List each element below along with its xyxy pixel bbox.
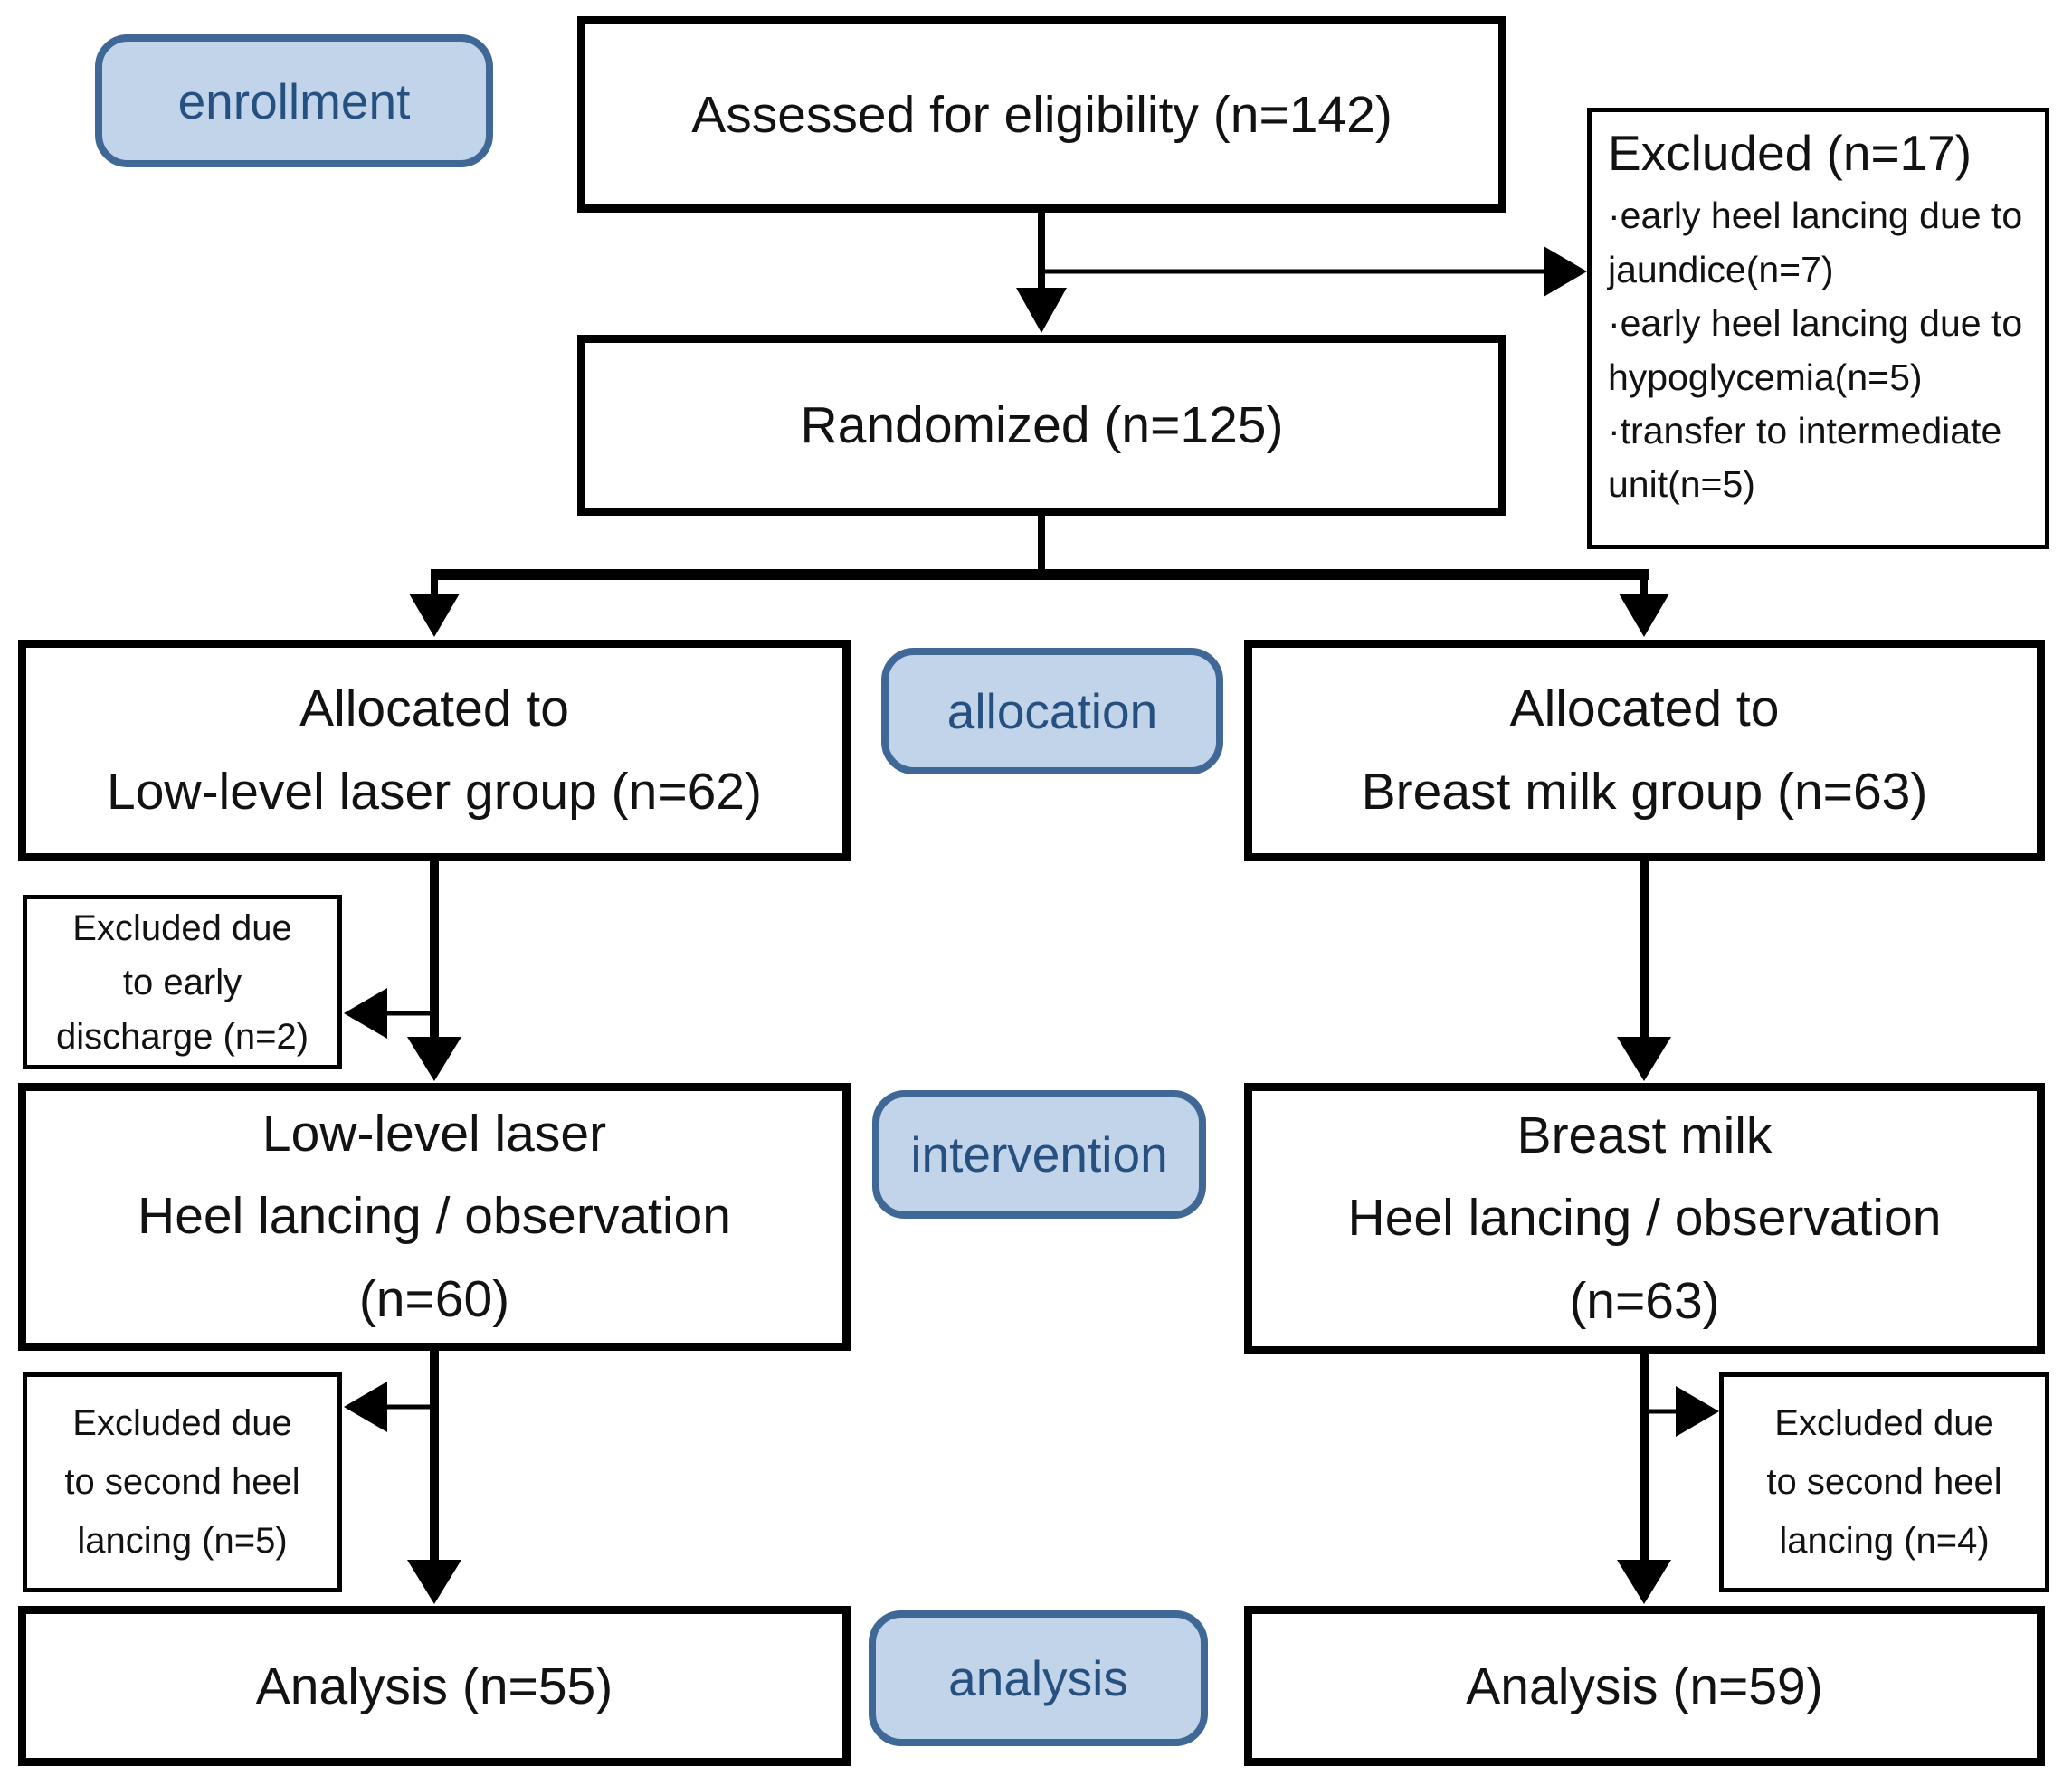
box-line: Breast milk group (n=63) xyxy=(1361,762,1928,821)
stage-label: intervention xyxy=(910,1126,1168,1182)
box-line: Heel lancing / observation xyxy=(1347,1189,1942,1248)
stage-label: allocation xyxy=(946,683,1158,739)
excluded-second-heel-laser-box: Excluded due to second heel lancing (n=5… xyxy=(23,1372,342,1592)
box-line: Allocated to xyxy=(1509,679,1780,738)
box-line: Breast milk xyxy=(1516,1106,1773,1165)
box-line: to second heel xyxy=(64,1462,300,1503)
box-line: Randomized (n=125) xyxy=(800,396,1284,454)
stage-pill-allocation: allocation xyxy=(881,648,1223,774)
box-line: Allocated to xyxy=(299,679,569,738)
box-line: Low-level laser xyxy=(261,1105,607,1163)
box-line: to second heel xyxy=(1766,1462,2002,1503)
allocated-breast-milk-box: Allocated to Breast milk group (n=63) xyxy=(1244,640,2045,861)
box-line: Excluded due xyxy=(1774,1403,1994,1444)
stage-pill-intervention: intervention xyxy=(872,1090,1206,1219)
box-line: (n=63) xyxy=(1569,1271,1720,1330)
box-line: discharge (n=2) xyxy=(55,1016,309,1057)
stage-pill-enrollment: enrollment xyxy=(95,34,493,167)
box-line: Analysis (n=59) xyxy=(1466,1657,1823,1715)
box-line: (n=60) xyxy=(358,1269,510,1328)
exclusion-reason: ·early heel lancing due to jaundice(n=7) xyxy=(1608,195,2023,290)
box-line: Excluded due xyxy=(72,1403,292,1444)
randomized-box: Randomized (n=125) xyxy=(577,335,1506,516)
exclusion-reason: ·transfer to intermediate unit(n=5) xyxy=(1608,410,2002,506)
excluded-title: Excluded (n=17) xyxy=(1608,125,1972,181)
box-line: Low-level laser group (n=62) xyxy=(107,762,762,821)
stage-label: enrollment xyxy=(177,72,411,129)
box-line: Heel lancing / observation xyxy=(138,1187,731,1246)
stage-label: analysis xyxy=(948,1650,1128,1706)
box-line: lancing (n=4) xyxy=(1779,1520,1990,1561)
excluded-early-discharge-box: Excluded due to early discharge (n=2) xyxy=(23,895,342,1069)
analysis-breast-milk-box: Analysis (n=59) xyxy=(1244,1606,2045,1766)
stage-pill-analysis: analysis xyxy=(869,1610,1208,1746)
allocated-laser-box: Allocated to Low-level laser group (n=62… xyxy=(18,640,851,861)
analysis-laser-box: Analysis (n=55) xyxy=(18,1606,851,1766)
intervention-breast-milk-box: Breast milk Heel lancing / observation (… xyxy=(1244,1083,2045,1354)
box-line: Excluded due xyxy=(72,907,292,948)
excluded-enrollment-box: Excluded (n=17) ·early heel lancing due … xyxy=(1587,108,2049,549)
excluded-second-heel-breast-box: Excluded due to second heel lancing (n=4… xyxy=(1719,1372,2049,1592)
box-line: to early xyxy=(122,962,242,1002)
box-line: Assessed for eligibility (n=142) xyxy=(691,85,1392,144)
box-line: Analysis (n=55) xyxy=(255,1657,613,1715)
box-line: lancing (n=5) xyxy=(77,1520,288,1561)
assessed-eligibility-box: Assessed for eligibility (n=142) xyxy=(577,16,1506,213)
exclusion-reason: ·early heel lancing due to hypoglycemia(… xyxy=(1608,302,2023,398)
intervention-laser-box: Low-level laser Heel lancing / observati… xyxy=(18,1083,851,1351)
